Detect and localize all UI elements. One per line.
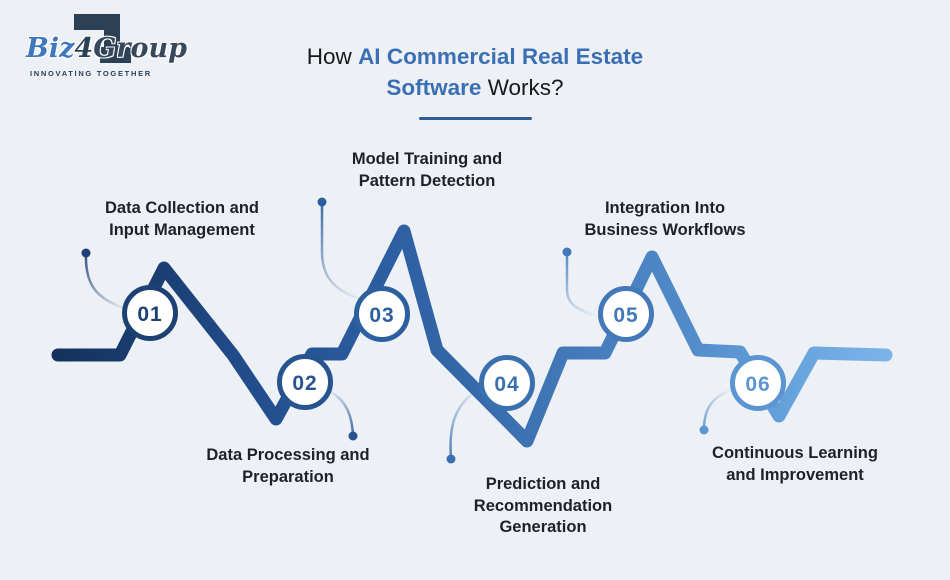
step-number-2: 02: [292, 372, 317, 395]
title-accent-1: AI Commercial Real Estate: [358, 44, 644, 69]
title-line-2: Software Works?: [0, 72, 950, 103]
step-number-4: 04: [494, 373, 519, 396]
step-label-2: Data Processing and Preparation: [206, 446, 370, 486]
step-label-3: Model Training and Pattern Detection: [351, 150, 503, 190]
step-circle-6: [730, 355, 786, 411]
logo-text-4: 4: [74, 33, 94, 64]
title-dark-1: How: [306, 44, 359, 69]
connector-stem-4: [449, 387, 481, 461]
connector-dot-2: [348, 431, 358, 441]
logo-text-biz: Biz: [26, 33, 75, 64]
biz4group-logo: Biz4Group INNOVATING TOGETHER: [22, 12, 187, 84]
step-circle-4: [479, 355, 535, 411]
step-number-1: 01: [137, 303, 162, 326]
title-dark-2: Works?: [481, 75, 564, 100]
step-label-5: Integration Into Business Workflows: [584, 199, 746, 239]
step-number-5: 05: [613, 304, 638, 327]
step-circle-1: [122, 285, 178, 341]
step-label-4: Prediction and Recommendation Generation: [473, 475, 613, 536]
step-number-6: 06: [745, 373, 770, 396]
connector-dot-5: [562, 247, 572, 257]
title-accent-2: Software: [386, 75, 482, 100]
connector-dot-6: [699, 425, 709, 435]
step-number-3: 03: [369, 304, 394, 327]
page-title: How AI Commercial Real Estate Software W…: [0, 41, 950, 103]
connector-stem-5: [565, 250, 596, 317]
connector-dot-1: [81, 248, 91, 258]
connector-stem-2: [325, 388, 355, 438]
connector-dot-4: [446, 454, 456, 464]
step-circle-5: [598, 286, 654, 342]
step-circle-2: [277, 354, 333, 410]
logo-tagline: INNOVATING TOGETHER: [30, 69, 152, 78]
step-label-6: Continuous Learning and Improvement: [712, 444, 878, 484]
logo-wordmark: Biz4Group: [26, 34, 187, 64]
connector-dot-3: [317, 197, 327, 207]
step-label-1: Data Collection and Input Management: [104, 199, 260, 239]
logo-text-group: Group: [93, 33, 188, 64]
connector-stem-6: [702, 389, 731, 432]
connector-stem-3: [320, 200, 362, 301]
step-circle-3: [354, 286, 410, 342]
title-underline: [419, 117, 532, 120]
title-line-1: How AI Commercial Real Estate: [0, 41, 950, 72]
logo-bracket-icon: [74, 14, 131, 63]
connector-stem-1: [84, 251, 126, 310]
